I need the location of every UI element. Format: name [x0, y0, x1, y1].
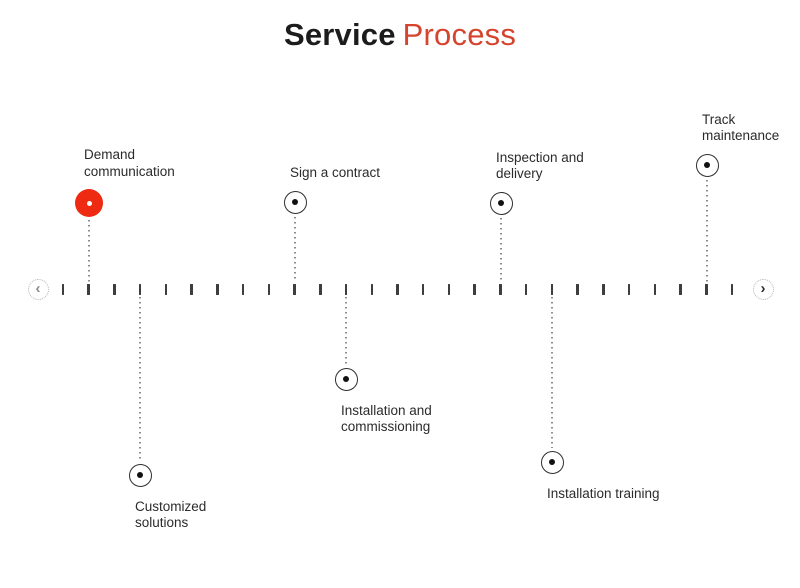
dotted-connector-installation-training: [551, 297, 553, 448]
timeline-tick: [421, 284, 425, 295]
dotted-connector-sign-a-contract: [294, 216, 296, 282]
milestone-marker-installation-training: [540, 450, 564, 474]
dotted-connector-demand-communication: [88, 220, 90, 282]
next-arrow-button[interactable]: ›: [752, 278, 774, 300]
milestone-marker-customized-solutions: [128, 463, 152, 487]
chevron-right-icon: ›: [760, 279, 766, 297]
milestone-label-line: Customized: [135, 498, 207, 514]
milestone-label-line: Sign a contract: [290, 165, 381, 180]
milestone-label-line: commissioning: [341, 419, 431, 434]
milestone-label-line: Demand: [84, 147, 136, 162]
milestone-marker-dot: [704, 162, 710, 168]
dotted-connector-customized-solutions: [139, 297, 141, 461]
timeline-tick: [447, 284, 451, 295]
milestone-marker-demand-communication: [75, 189, 103, 217]
timeline-tick: [705, 284, 708, 295]
chevron-left-icon: ‹: [35, 279, 41, 297]
milestone-marker-dot: [549, 459, 555, 465]
timeline-tick: [370, 284, 374, 295]
title-word-process: Process: [402, 17, 517, 52]
timeline-tick: [576, 284, 579, 295]
dotted-connector-installation-and-commissioning: [345, 297, 347, 365]
milestone-label-line: delivery: [496, 166, 543, 181]
title-word-service: Service: [283, 17, 396, 52]
milestone-marker-sign-a-contract: [283, 190, 307, 214]
milestone-label-sign-a-contract: Sign a contract: [290, 165, 380, 182]
milestone-label-line: communication: [84, 163, 175, 179]
timeline-tick: [499, 284, 502, 295]
dotted-connector-inspection-and-delivery: [500, 217, 502, 282]
timeline-tick: [396, 284, 399, 295]
timeline-tick: [473, 284, 476, 295]
timeline-tick: [241, 284, 245, 295]
timeline-tick: [524, 284, 528, 295]
milestone-marker-dot: [86, 200, 92, 206]
timeline-tick: [653, 284, 657, 295]
milestone-label-installation-training: Installation training: [547, 486, 660, 503]
milestone-label-line: Installation and: [341, 402, 432, 418]
milestone-marker-track-maintenance: [695, 153, 719, 177]
milestone-label-line: Installation training: [547, 485, 660, 501]
milestone-label-line: Track: [702, 111, 736, 127]
prev-arrow-button[interactable]: ‹: [27, 278, 49, 300]
milestone-label-line: maintenance: [702, 128, 780, 143]
timeline-tick: [190, 284, 193, 295]
timeline-tick: [87, 284, 90, 295]
milestone-label-line: solutions: [135, 515, 189, 530]
timeline-tick: [293, 284, 296, 295]
milestone-marker-inspection-and-delivery: [489, 191, 513, 215]
timeline-tick: [138, 284, 142, 295]
timeline-tick: [627, 284, 631, 295]
timeline-tick: [319, 284, 322, 295]
timeline-tick: [216, 284, 219, 295]
milestone-marker-dot: [137, 472, 143, 478]
timeline-tick: [113, 284, 116, 295]
milestone-marker-dot: [292, 199, 298, 205]
timeline-tick: [602, 284, 605, 295]
milestone-label-line: Inspection and: [496, 149, 584, 165]
timeline-tick: [679, 284, 682, 295]
timeline-tick: [164, 284, 168, 295]
milestone-marker-dot: [343, 376, 349, 382]
dotted-connector-track-maintenance: [706, 179, 708, 282]
timeline-tick: [267, 284, 271, 295]
timeline-tick: [550, 284, 554, 295]
timeline-tick: [344, 284, 348, 295]
timeline-tick: [730, 284, 734, 295]
timeline-tick: [61, 284, 65, 295]
milestone-marker-installation-and-commissioning: [334, 367, 358, 391]
milestone-marker-dot: [498, 200, 504, 206]
